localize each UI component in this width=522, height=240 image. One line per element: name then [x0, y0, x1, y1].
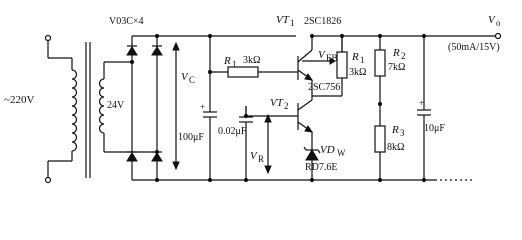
- vt1-part: 2SC1826: [304, 16, 341, 27]
- vebl-label: V: [318, 49, 326, 61]
- output-terminal: V o (50mA/15V): [448, 14, 502, 53]
- r1-value: 3kΩ: [243, 55, 260, 66]
- svg-text:EBl: EBl: [326, 53, 341, 63]
- resistor-r-mid: R 1 3kΩ: [336, 36, 366, 79]
- r-mid-label: R: [351, 51, 359, 63]
- svg-text:+: +: [200, 102, 205, 112]
- vr-indicator: V R: [250, 113, 272, 175]
- svg-text:3: 3: [400, 128, 405, 138]
- output-spec: (50mA/15V): [448, 42, 500, 53]
- secondary-voltage-label: 24V: [107, 100, 125, 111]
- svg-text:2: 2: [284, 101, 289, 111]
- vo-label: V: [488, 14, 496, 26]
- resistor-r1: R 1 3kΩ: [207, 55, 296, 78]
- r2-value: 7kΩ: [388, 62, 405, 73]
- svg-text:R: R: [258, 154, 264, 164]
- capacitor-c2: 0.02μF: [218, 106, 253, 183]
- svg-text:1: 1: [232, 59, 237, 69]
- vt1-label: VT: [276, 14, 290, 26]
- svg-text:1: 1: [290, 18, 295, 28]
- r2-label: R: [392, 47, 400, 59]
- diode-d2: [151, 45, 163, 56]
- bridge-rectifier: V03C×4: [109, 16, 163, 181]
- vr-label: V: [250, 150, 258, 162]
- schematic: ~220V 24V V03C×4: [4, 14, 502, 184]
- circuit-diagram: ~220V 24V V03C×4: [4, 14, 502, 184]
- c1-label: 100μF: [178, 132, 204, 143]
- r3-value: 8kΩ: [387, 142, 404, 153]
- capacitor-c1: + 100μF: [178, 33, 217, 183]
- svg-text:C: C: [189, 75, 195, 85]
- vdw-label: VD: [320, 144, 335, 156]
- r1-label: R: [223, 55, 231, 67]
- ac-input: ~220V: [4, 34, 72, 184]
- r3-label: R: [391, 124, 399, 136]
- bridge-label: V03C×4: [109, 16, 144, 27]
- voltage-divider: R 2 7kΩ R 3 8kΩ: [374, 33, 406, 183]
- transformer: 24V: [71, 42, 157, 178]
- transistor-vt1: VT 1 2SC1826: [276, 14, 341, 88]
- vt2-part: 2SC756: [308, 82, 340, 93]
- diode-d1: [126, 45, 138, 56]
- zener-vdw: VD W RD7.6E: [303, 140, 346, 183]
- transistor-vt2: VT 2 2SC756: [243, 82, 340, 140]
- diode-d3: [126, 151, 138, 162]
- vdw-part: RD7.6E: [305, 162, 338, 173]
- svg-text:+: +: [419, 98, 424, 108]
- svg-text:1: 1: [360, 55, 365, 65]
- r-mid-value: 3kΩ: [349, 67, 366, 78]
- ac-input-label: ~220V: [4, 94, 34, 106]
- capacitor-c3: + 10μF: [417, 33, 445, 183]
- svg-text:2: 2: [401, 51, 406, 61]
- vc-label: V: [181, 71, 189, 83]
- vc-indicator: V C: [172, 41, 195, 171]
- c2-label: 0.02μF: [218, 126, 247, 137]
- c3-label: 10μF: [424, 123, 445, 134]
- svg-text:W: W: [337, 148, 346, 158]
- vebl-indicator: V EBl: [302, 49, 341, 65]
- svg-text:o: o: [496, 18, 501, 28]
- vt2-label: VT: [270, 97, 284, 109]
